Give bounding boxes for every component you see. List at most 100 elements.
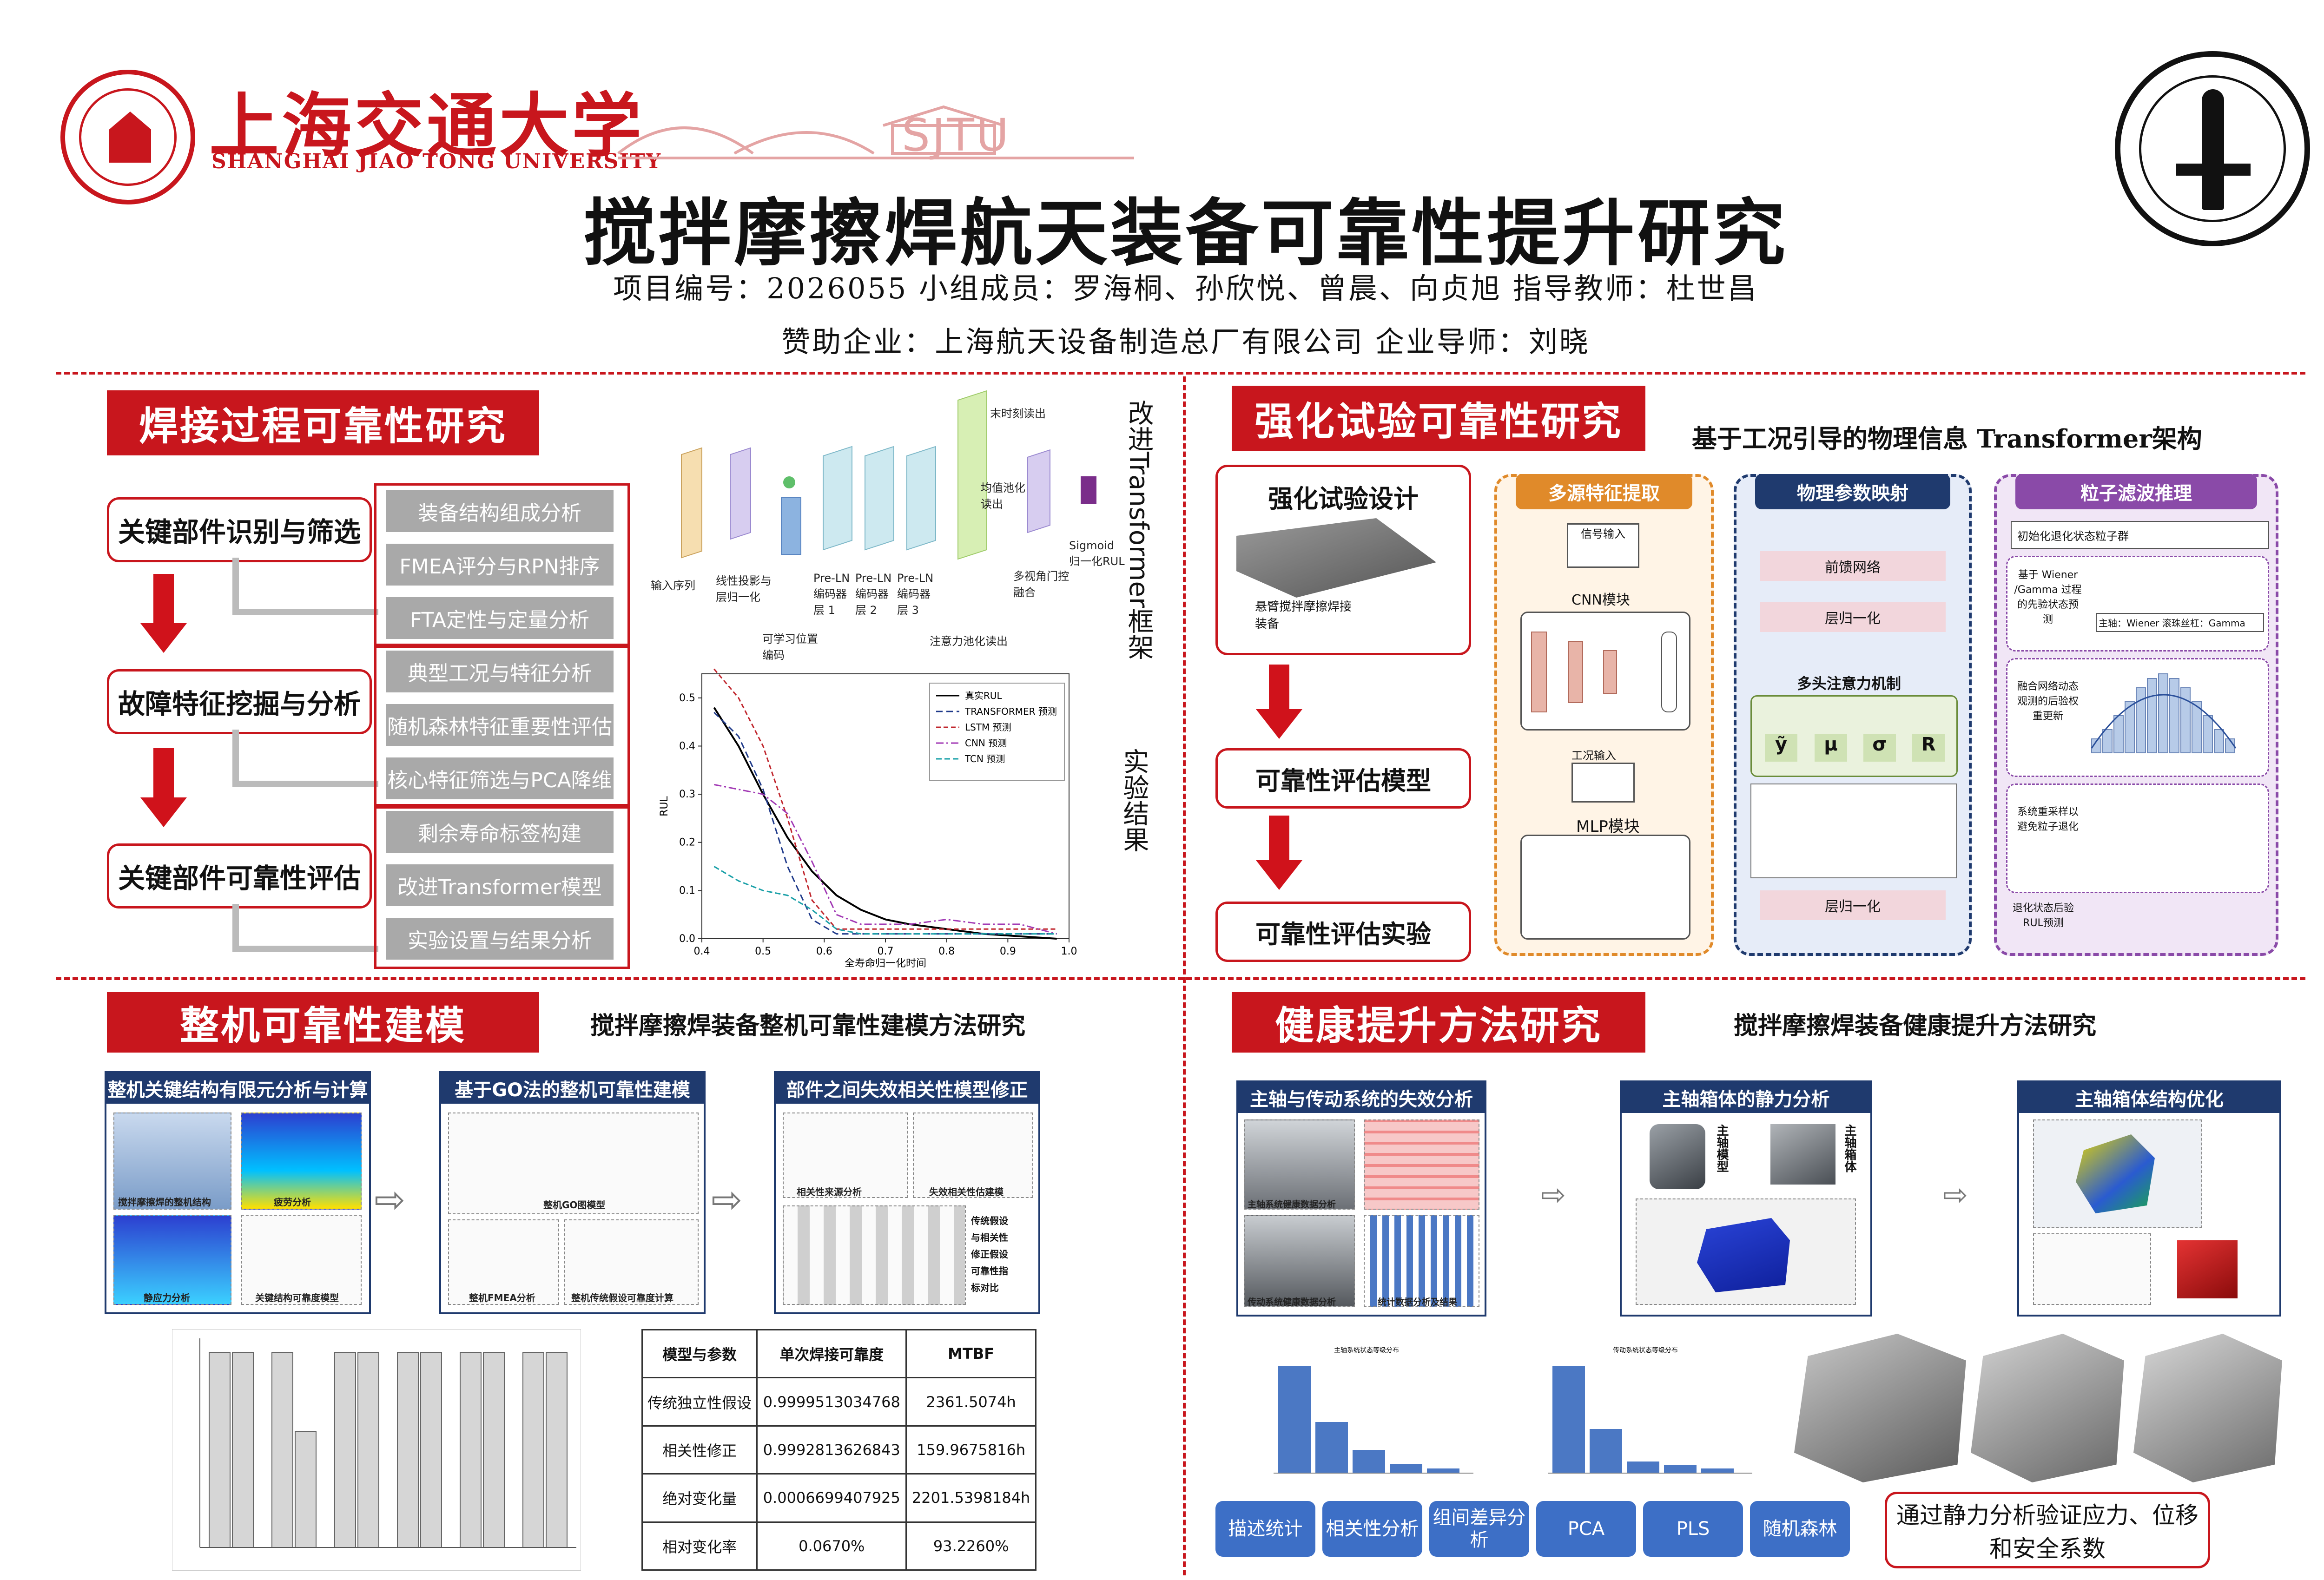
s2-col1-panel: 多源特征提取 信号输入 CNN模块 工况输入 MLP模块 [1494,474,1714,956]
s4-arrow-1: ⇨ [1541,1178,1566,1212]
y-tick-label: 0.2 [679,837,695,849]
s2-exp-box: 可靠性评估实验 [1215,902,1471,962]
s4-btn-descriptive[interactable]: 描述统计 [1215,1501,1315,1557]
s2-arrow-2 [1256,816,1302,890]
y-axis-label: RUL [659,796,670,816]
s2-mha-label: 多头注意力机制 [1797,675,1901,692]
s3-label-corr-source: 相关性来源分析 [797,1186,862,1198]
s4-fig-stats [1364,1215,1479,1307]
s3-reliability-table: 模型与参数 单次焊接可靠度 MTBF 传统独立性假设 0.99995130347… [641,1329,1037,1571]
x-tick-label: 0.8 [938,946,955,957]
s2-sym-sigma: σ [1863,734,1896,762]
s2-arrow-1 [1256,665,1302,739]
project-meta-line1: 项目编号：2026055 小组成员：罗海桐、孙欣悦、曾晨、向贞旭 指导教师：杜世… [613,271,1758,305]
series-line [713,866,1057,935]
s2-cnn-block [1520,612,1690,731]
table-row: 相对变化率 0.0670% 93.2260% [641,1521,1037,1571]
s3-label-reliability: 关键结构可靠度模型 [255,1292,339,1304]
s1-connector-3 [232,904,378,952]
s4-btn-group-diff[interactable]: 组间差异分析 [1429,1501,1529,1557]
s1-item-1: 装备结构组成分析 [386,490,614,532]
s2-mlp-label: MLP模块 [1576,817,1640,836]
sjtu-emblem [60,70,195,204]
s1-step-3: 关键部件可靠性评估 [107,843,372,908]
s4-btn-pls[interactable]: PLS [1643,1501,1743,1557]
s4-subtitle: 搅拌摩擦焊装备健康提升方法研究 [1734,1012,2097,1040]
s3-label-go: 整机GO图模型 [543,1199,606,1211]
s4-fig-stress [1636,1198,1856,1305]
diagram-label-attn: 注意力池化读出 [930,635,1008,648]
s2-sym-mu: μ [1815,734,1847,762]
s1-step-2: 故障特征挖掘与分析 [107,669,372,734]
s2-col3-note: 主轴：Wiener 滚珠丝杠：Gamma [2096,613,2264,632]
divider-top [56,372,2305,375]
s1-title: 焊接过程可靠性研究 [107,390,539,455]
s2-condition-box [1571,763,1635,803]
divider-middle [56,977,2305,980]
s2-sym-y: ỹ [1765,734,1797,762]
s3-panel-2-title: 基于GO法的整机可靠性建模 [441,1073,704,1104]
s1-group-1 [374,483,630,648]
s3-panel-3-title: 部件之间失效相关性模型修正 [776,1073,1038,1104]
series-line [713,711,1057,935]
x-tick-label: 0.6 [816,946,832,957]
s4-btn-pca[interactable]: PCA [1536,1501,1636,1557]
x-tick-label: 0.7 [878,946,894,957]
diagram-label-sigmoid: Sigmoid归一化RUL [1069,539,1125,568]
s1-step-1: 关键部件识别与筛选 [107,497,372,562]
s4-label-drive: 传动系统健康数据分析 [1248,1297,1336,1307]
s2-sym-r: R [1912,734,1945,762]
s2-condition-input: 工况输入 [1571,749,1616,762]
s1-item-7: 剩余寿命标签构建 [386,811,614,853]
s4-fig-spindle [1244,1119,1355,1210]
s4-panel-3: 主轴箱体结构优化 [2017,1080,2281,1317]
s4-panel-1: 主轴与传动系统的失效分析 主轴系统健康数据分析 传动系统健康数据分析 统计数据分… [1236,1080,1486,1317]
s1-group-3 [374,804,630,969]
s2-col3-step2-box: 基于 Wiener /Gamma 过程的先验状态预测 主轴：Wiener 滚珠丝… [2006,556,2269,652]
s2-feedforward: 前馈网络 [1760,551,1946,581]
s1-item-4: 典型工况与特征分析 [386,651,614,692]
svg-text:传动系统状态等级分布: 传动系统状态等级分布 [1613,1346,1678,1354]
s4-fig-table [2033,1233,2151,1305]
s3-fig-reliability [241,1215,362,1305]
s1-group-2 [374,644,630,809]
s2-title: 强化试验可靠性研究 [1232,386,1645,451]
table-row: 相关性修正 0.9992813626843 159.9675816h [641,1425,1037,1475]
legend-label: CNN 预测 [965,737,1007,749]
s3-compare-labels: 传统假设 与相关性 修正假设 可靠性指 标对比 [971,1215,1008,1293]
s1-side-label-bottom: 实验结果 [1119,748,1149,852]
poster-title: 搅拌摩擦焊航天装备可靠性提升研究 [583,191,1788,276]
y-tick-label: 0.3 [679,789,695,800]
s2-mha-block: ỹ μ σ R [1750,695,1958,777]
s2-col3-step4-box: 系统重采样以避免粒子退化 [2006,783,2269,893]
s4-panel-2: 主轴箱体的静力分析 主轴模型 主轴箱体 [1620,1080,1872,1317]
s4-fig-housing [1770,1124,1835,1185]
s4-panel-1-title: 主轴与传动系统的失效分析 [1238,1082,1485,1113]
s4-btn-random-forest[interactable]: 随机森林 [1750,1501,1850,1557]
welding-machine-image [1236,518,1436,598]
s3-arrow-1: ⇨ [374,1178,406,1221]
y-tick-label: 0.1 [679,885,695,896]
s2-signal-input: 信号输入 [1567,523,1639,568]
s4-panel-2-title: 主轴箱体的静力分析 [1622,1082,1870,1113]
s1-item-2: FMEA评分与RPN排序 [386,544,614,586]
legend-label: TCN 预测 [964,753,1005,764]
s2-col3-step5: 退化状态后验RUL预测 [2012,902,2074,929]
transformer-diagram: 输入序列 线性投影与层归一化 可学习位置编码 Pre-LN 编码器层 1 Pre… [646,386,1157,662]
s3-arrow-2: ⇨ [711,1178,743,1221]
y-tick-label: 0.5 [679,692,695,704]
diagram-label-enc2: Pre-LN 编码器层 2 [855,572,892,617]
s1-arrow-2 [140,748,187,827]
university-name-en: SHANGHAI JIAO TONG UNIVERSITY [211,150,662,173]
s4-btn-correlation[interactable]: 相关性分析 [1322,1501,1422,1557]
svg-text:主轴系统状态等级分布: 主轴系统状态等级分布 [1334,1346,1399,1354]
diagram-label-input: 输入序列 [651,579,695,592]
s3-label-fmea: 整机FMEA分析 [469,1292,535,1304]
diagram-label-proj: 线性投影与层归一化 [716,574,772,604]
s2-subtitle: 基于工况引导的物理信息 Transformer架构 [1692,424,2202,454]
s1-connector-1 [232,558,378,615]
diagram-label-enc1: Pre-LN 编码器层 1 [813,572,850,617]
s4-chart-spindle: 主轴系统状态等级分布 [1274,1346,1473,1474]
series-line [714,783,1057,935]
